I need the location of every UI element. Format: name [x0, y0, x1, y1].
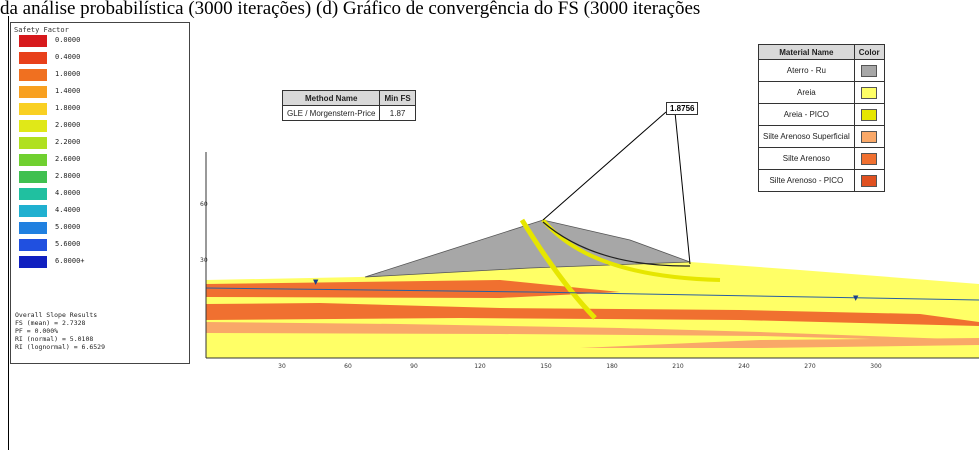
legend-swatch — [19, 52, 47, 64]
material-color-swatch — [861, 174, 878, 187]
legend-swatch — [19, 205, 47, 217]
legend-value-label: 0.4000 — [55, 53, 81, 61]
legend-value-label: 1.4000 — [55, 87, 81, 95]
silt-lens-upper — [206, 280, 620, 298]
x-tick-label: 30 — [278, 363, 286, 370]
material-row: Silte Arenoso Superficial — [758, 125, 885, 148]
legend-swatch — [19, 103, 47, 115]
material-color-swatch — [861, 152, 878, 165]
legend-value-label: 5.6000 — [55, 240, 81, 248]
material-row: Areia - PICO — [758, 103, 885, 126]
results-heading: Overall Slope Results — [15, 311, 98, 319]
fs-leader-line-toe — [674, 111, 691, 265]
legend-swatch — [19, 35, 47, 47]
material-row: Areia — [758, 81, 885, 104]
results-pf: PF = 0.000% — [15, 327, 59, 335]
material-color-swatch — [861, 64, 878, 77]
material-color-cell — [853, 125, 885, 148]
material-name-cell: Silte Arenoso Superficial — [758, 125, 855, 148]
legend-swatch — [19, 256, 47, 268]
method-header-name: Method Name — [281, 90, 381, 106]
silt-lens-lower — [206, 322, 979, 342]
y-tick-label-60: 60 — [200, 201, 208, 208]
material-color-swatch — [861, 130, 878, 143]
legend-value-label: 2.0000 — [55, 121, 81, 129]
material-color-cell — [853, 81, 885, 104]
x-tick-label: 270 — [804, 363, 816, 370]
method-header-minfs: Min FS — [379, 90, 416, 106]
legend-value-label: 5.0000 — [55, 223, 81, 231]
x-tick-label: 90 — [410, 363, 418, 370]
material-color-cell — [853, 59, 885, 82]
material-header-name: Material Name — [758, 44, 855, 60]
material-row: Aterro - Ru — [758, 59, 885, 82]
legend-swatch — [19, 137, 47, 149]
legend-title: Safety Factor — [14, 26, 69, 34]
legend-swatch — [19, 69, 47, 81]
legend-value-label: 4.4000 — [55, 206, 81, 214]
legend-swatch — [19, 86, 47, 98]
material-color-cell — [853, 169, 885, 192]
x-axis-ticks: 30 60 90 120 150 180 210 240 270 300 — [278, 363, 882, 370]
results-ri-lognormal: RI (lognormal) = 6.6529 — [15, 343, 106, 351]
x-tick-label: 150 — [540, 363, 552, 370]
legend-swatch — [19, 239, 47, 251]
method-table: Method Name Min FS GLE / Morgenstern-Pri… — [281, 90, 416, 121]
material-name-cell: Silte Arenoso — [758, 147, 855, 170]
min-fs-label: 1.8756 — [666, 102, 699, 115]
x-tick-label: 60 — [344, 363, 352, 370]
material-color-cell — [853, 103, 885, 126]
x-tick-label: 300 — [870, 363, 882, 370]
results-fs-mean: FS (mean) = 2.7328 — [15, 319, 86, 327]
method-row: GLE / Morgenstern-Price 1.87 — [281, 105, 416, 121]
overall-slope-results: Overall Slope Results FS (mean) = 2.7328… — [15, 311, 105, 351]
legend-value-label: 6.0000+ — [55, 257, 85, 265]
critical-slip-surface — [542, 221, 691, 267]
legend-value-label: 4.0000 — [55, 189, 81, 197]
legend-value-label: 1.0000 — [55, 70, 81, 78]
x-tick-label: 120 — [474, 363, 486, 370]
y-tick-label-30: 30 — [200, 257, 208, 264]
slip-surface-deep — [519, 218, 597, 320]
legend-value-label: 1.8000 — [55, 104, 81, 112]
material-name-cell: Aterro - Ru — [758, 59, 855, 82]
legend-swatch — [19, 120, 47, 132]
silt-lens-base — [580, 338, 979, 348]
safety-factor-legend: Safety Factor 0.0000 0.4000 1.0000 1.4000 1.… — [10, 22, 190, 364]
water-table-line — [205, 287, 979, 301]
results-ri-normal: RI (normal) = 5.0108 — [15, 335, 94, 343]
material-color-swatch — [861, 108, 878, 121]
material-name-cell: Areia - PICO — [758, 103, 855, 126]
legend-swatch — [19, 188, 47, 200]
method-minfs-cell: 1.87 — [379, 105, 416, 121]
legend-value-label: 2.2000 — [55, 138, 81, 146]
legend-swatch — [19, 222, 47, 234]
legend-swatch — [19, 154, 47, 166]
frame-left-rule — [8, 16, 9, 450]
legend-value-label: 0.0000 — [55, 36, 81, 44]
material-color-swatch — [861, 86, 878, 99]
x-tick-label: 240 — [738, 363, 750, 370]
method-name-cell: GLE / Morgenstern-Price — [281, 105, 381, 121]
figure-caption: da análise probabilística (3000 iteraçõe… — [0, 0, 701, 19]
material-row: Silte Arenoso — [758, 147, 885, 170]
material-header-color: Color — [853, 44, 885, 60]
material-name-cell: Areia — [758, 81, 855, 104]
piezometer-marker-right: ▼ — [853, 294, 859, 302]
material-color-cell — [853, 147, 885, 170]
material-name-cell: Silte Arenoso - PICO — [758, 169, 855, 192]
slip-surface-wide — [541, 218, 721, 282]
x-tick-label: 210 — [672, 363, 684, 370]
fs-leader-line-crest — [542, 111, 667, 221]
piezometer-marker-left: ▼ — [313, 278, 319, 286]
legend-value-label: 2.8000 — [55, 172, 81, 180]
legend-value-label: 2.6000 — [55, 155, 81, 163]
legend-swatch — [19, 171, 47, 183]
x-tick-label: 180 — [606, 363, 618, 370]
material-row: Silte Arenoso - PICO — [758, 169, 885, 192]
